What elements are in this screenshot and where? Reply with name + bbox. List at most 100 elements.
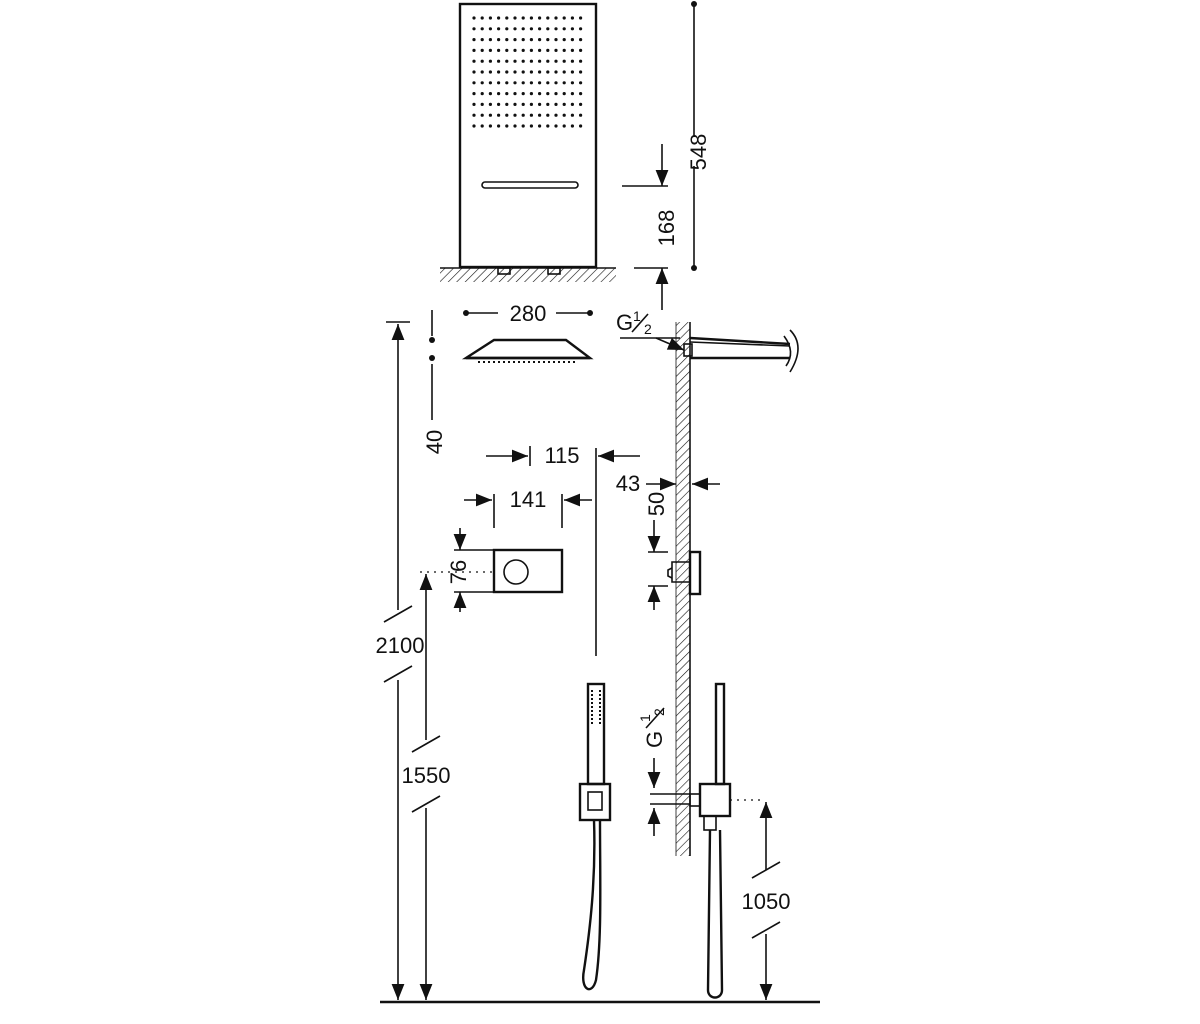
nozzle-dot <box>562 113 566 117</box>
nozzle-dot <box>480 124 484 128</box>
nozzle-dot <box>554 48 558 53</box>
nozzle-dot <box>480 16 484 20</box>
nozzle-dot <box>546 81 550 85</box>
nozzle-dot <box>521 38 525 42</box>
nozzle-dot <box>488 38 492 42</box>
nozzle-dot <box>521 81 525 85</box>
nozzle-dot <box>472 102 476 106</box>
nozzle-dot <box>570 27 575 31</box>
nozzle-dot <box>579 48 583 53</box>
nozzle-dot <box>529 59 534 63</box>
dim-40: 40 <box>422 430 447 454</box>
nozzle-dot <box>538 92 542 96</box>
nozzle-dot <box>521 102 525 106</box>
nozzle-dot <box>538 113 542 117</box>
nozzle-dot <box>554 38 558 42</box>
nozzle-dot <box>538 70 542 74</box>
nozzle-dot <box>472 38 476 42</box>
nozzle-dot <box>554 16 558 20</box>
nozzle-dot <box>480 38 484 42</box>
dim-50: 50 <box>644 492 669 516</box>
nozzle-dot <box>562 38 566 42</box>
hand-shower-side <box>689 682 762 999</box>
nozzle-dot <box>480 59 484 63</box>
nozzle-dot <box>480 81 484 85</box>
dim-1050: 1050 <box>742 889 791 914</box>
nozzle-dot <box>505 124 509 128</box>
nozzle-dot <box>488 70 492 74</box>
nozzle-dot <box>513 70 517 74</box>
dim-548: 548 <box>686 134 711 171</box>
nozzle-dot <box>579 124 583 128</box>
thread-lower-letter: G <box>642 731 667 748</box>
nozzle-dot <box>488 27 492 31</box>
nozzle-dot <box>579 102 583 106</box>
nozzle-dot <box>570 102 575 106</box>
nozzle-dot <box>497 59 501 63</box>
nozzle-dot <box>529 113 534 117</box>
dim-valve-height: 1550 <box>402 574 450 1000</box>
nozzle-dot <box>579 113 583 117</box>
nozzle-dot <box>472 59 476 63</box>
nozzle-dot <box>579 16 583 20</box>
nozzle-dot <box>546 48 550 53</box>
nozzle-dot <box>538 102 542 106</box>
nozzle-dot <box>554 124 558 128</box>
nozzle-dot <box>472 70 476 74</box>
nozzle-dot <box>513 38 517 42</box>
nozzle-dot <box>497 27 501 31</box>
nozzle-dot <box>562 124 566 128</box>
nozzle-dot <box>562 16 566 20</box>
nozzle-dot <box>554 70 558 74</box>
nozzle-dot <box>579 38 583 42</box>
nozzle-dot <box>554 113 558 117</box>
nozzle-dot <box>505 113 509 117</box>
nozzle-dot <box>554 92 558 96</box>
nozzle-dot <box>488 59 492 63</box>
nozzle-dot <box>529 38 534 42</box>
nozzle-dot <box>513 102 517 106</box>
nozzle-dot <box>529 70 534 74</box>
nozzle-dot <box>554 27 558 31</box>
dim-168: 168 <box>654 210 679 247</box>
dim-head-width: 280 <box>463 301 593 326</box>
nozzle-dot <box>570 81 575 85</box>
wall-section <box>675 322 691 856</box>
nozzle-dot <box>538 48 542 53</box>
thread-lower: G 1 2 <box>637 707 690 836</box>
nozzle-dot <box>554 102 558 106</box>
nozzle-dot <box>562 102 566 106</box>
nozzle-dot <box>562 81 566 85</box>
nozzle-dot <box>529 124 534 128</box>
nozzle-dot <box>505 81 509 85</box>
nozzle-dot <box>529 102 534 106</box>
nozzle-dot <box>579 81 583 85</box>
nozzle-dot <box>521 113 525 117</box>
nozzle-dot <box>529 92 534 96</box>
nozzle-dot <box>570 59 575 63</box>
nozzle-dot <box>497 70 501 74</box>
dim-280: 280 <box>510 301 547 326</box>
nozzle-dot <box>570 92 575 96</box>
nozzle-dot <box>546 16 550 20</box>
panel-nozzle-grid <box>472 16 583 128</box>
nozzle-dot <box>488 102 492 106</box>
nozzle-dot <box>521 124 525 128</box>
nozzle-dot <box>570 38 575 42</box>
nozzle-dot <box>513 124 517 128</box>
nozzle-dot <box>497 113 501 117</box>
nozzle-dot <box>538 81 542 85</box>
nozzle-dot <box>505 59 509 63</box>
nozzle-dot <box>488 92 492 96</box>
nozzle-dot <box>546 70 550 74</box>
nozzle-dot <box>505 102 509 106</box>
hand-shower-front <box>578 682 612 991</box>
nozzle-dot <box>562 48 566 53</box>
dim-2100: 2100 <box>376 633 425 658</box>
nozzle-dot <box>505 27 509 31</box>
nozzle-dot <box>505 38 509 42</box>
nozzle-dot <box>546 124 550 128</box>
nozzle-dot <box>562 92 566 96</box>
nozzle-dot <box>480 92 484 96</box>
nozzle-dot <box>513 27 517 31</box>
